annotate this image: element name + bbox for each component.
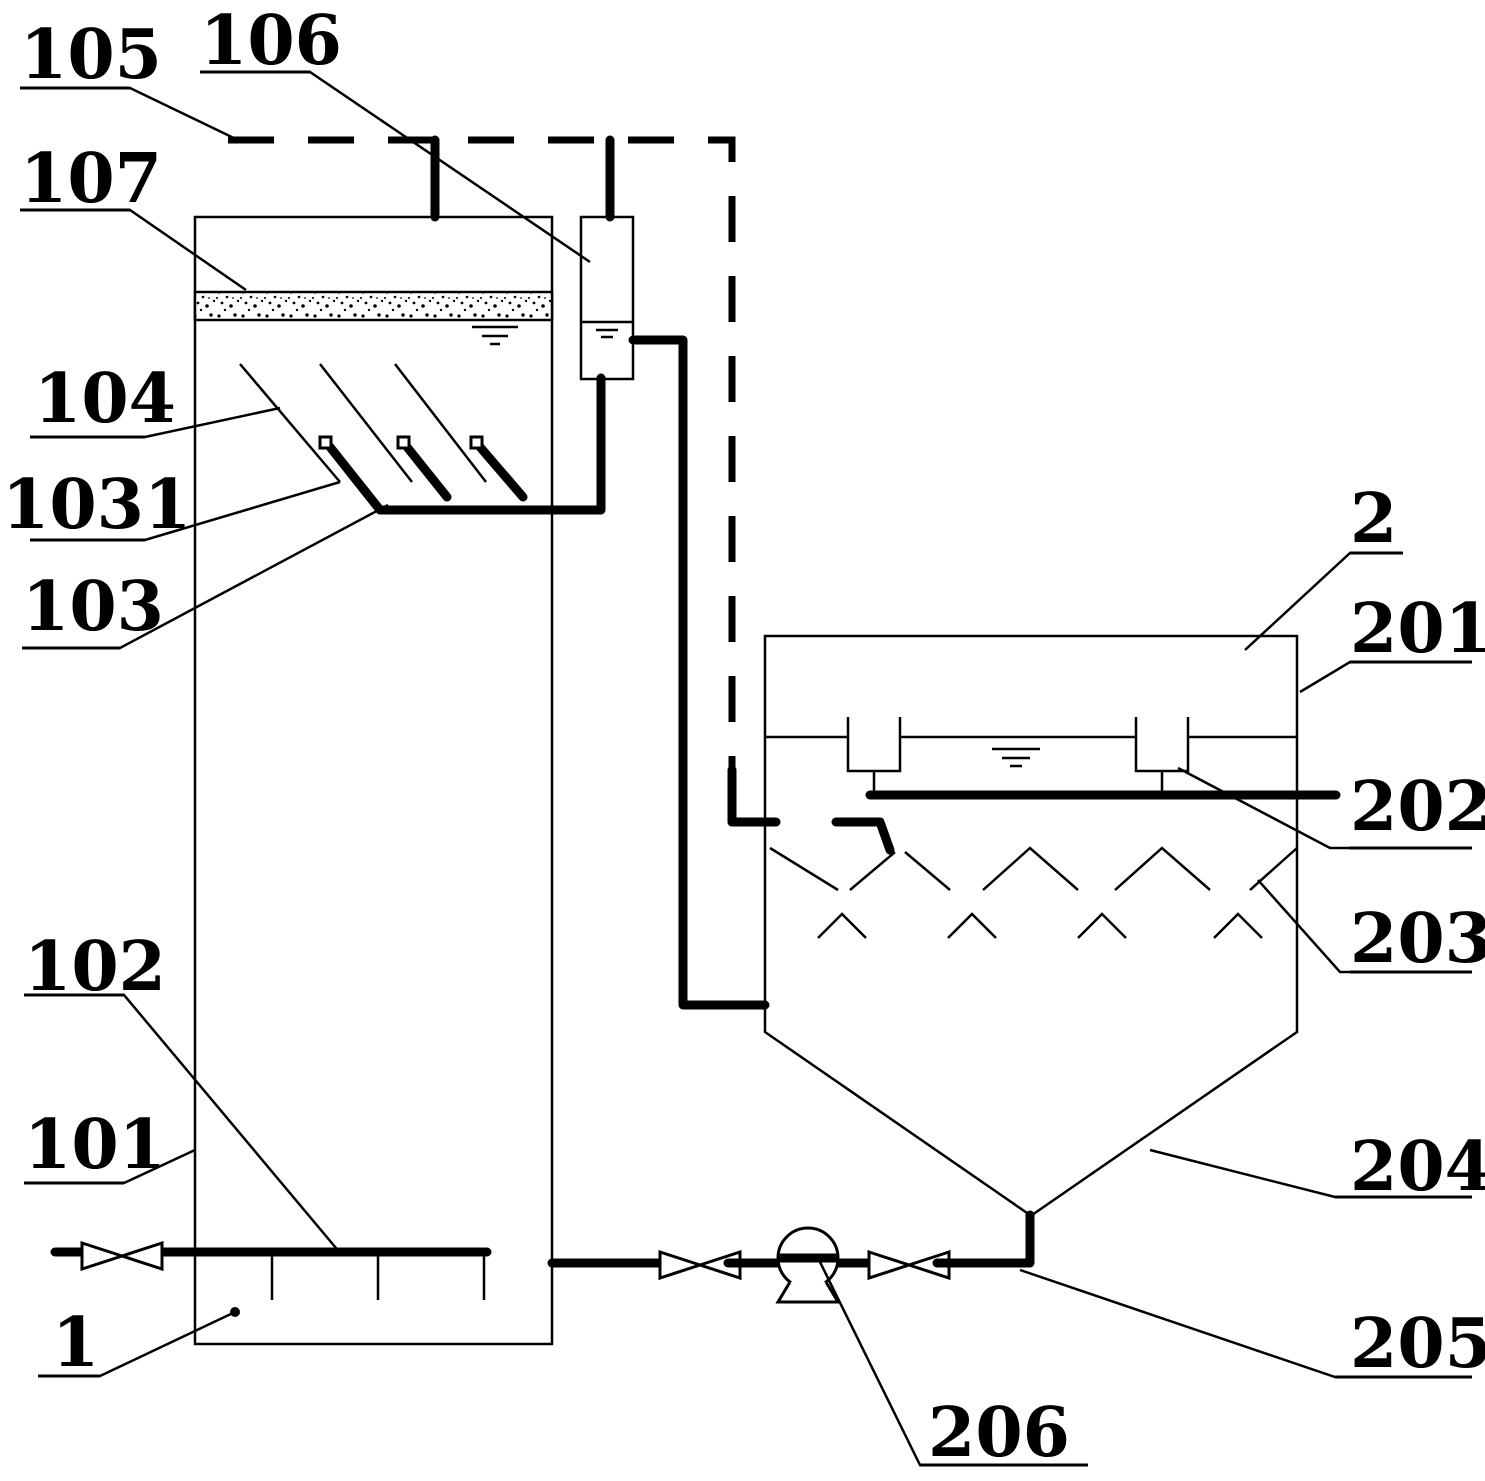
water-level-icon bbox=[992, 747, 1040, 768]
label-203: 203 bbox=[1350, 899, 1485, 979]
filter-layer-107 bbox=[193, 290, 554, 322]
inlet-valve-icon bbox=[80, 1241, 164, 1271]
label-103: 103 bbox=[22, 567, 164, 647]
pump-icon bbox=[775, 1226, 841, 1304]
gas-line-105 bbox=[228, 135, 781, 827]
reactor-1-wall bbox=[193, 215, 554, 1346]
nozzle-1031 bbox=[318, 435, 333, 450]
label-107: 107 bbox=[20, 139, 162, 219]
label-104: 104 bbox=[34, 359, 176, 439]
inclined-plates-104 bbox=[239, 363, 487, 483]
tank-wall-201 bbox=[763, 634, 1299, 1217]
label-105: 105 bbox=[20, 15, 162, 95]
settling-tank-2 bbox=[763, 634, 1341, 1268]
nozzle-1031 bbox=[469, 435, 484, 450]
distribution-manifold-103 bbox=[318, 373, 606, 515]
label-206: 206 bbox=[928, 1393, 1070, 1473]
label-205: 205 bbox=[1350, 1304, 1485, 1384]
aeration-pipe-102 bbox=[145, 1247, 492, 1300]
label-101: 101 bbox=[24, 1105, 166, 1185]
water-level-icon bbox=[472, 325, 518, 346]
label-106: 106 bbox=[200, 1, 342, 81]
tank-inlet-pipe bbox=[831, 817, 895, 855]
label-1: 1 bbox=[52, 1303, 99, 1383]
inclined-baffles-203 bbox=[769, 846, 1298, 939]
label-102: 102 bbox=[24, 927, 166, 1007]
overflow-weir-202 bbox=[846, 717, 1341, 800]
label-204: 204 bbox=[1350, 1127, 1485, 1207]
reactor-1 bbox=[145, 215, 606, 1346]
water-seal-106 bbox=[579, 215, 635, 381]
sludge-outlet-205 bbox=[995, 1210, 1035, 1268]
nozzle-1031 bbox=[396, 435, 411, 450]
label-2: 2 bbox=[1350, 479, 1397, 559]
connecting-pipe bbox=[628, 335, 770, 1010]
label-1031: 1031 bbox=[2, 465, 191, 545]
label-201: 201 bbox=[1350, 589, 1485, 669]
label-202: 202 bbox=[1350, 767, 1485, 847]
